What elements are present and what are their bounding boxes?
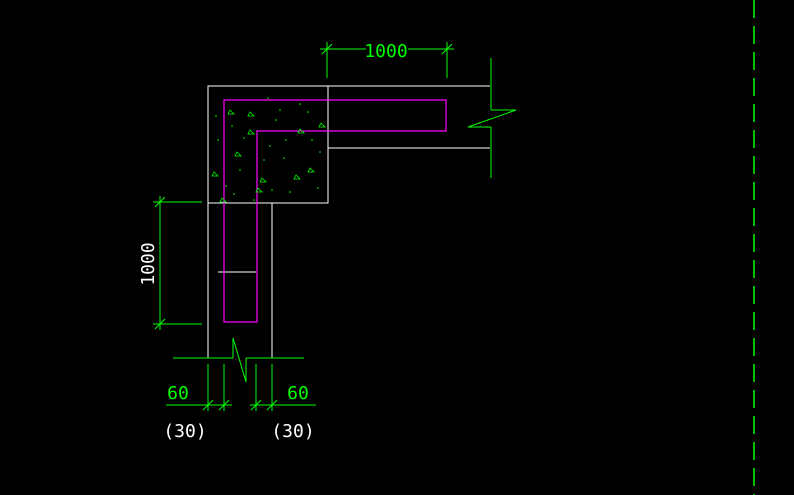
br-dim-tick-a: [250, 399, 262, 411]
hatch-dot: [231, 125, 233, 127]
hatch-dot: [289, 191, 291, 193]
left-dim-tick-bottom: [154, 318, 166, 330]
hatch-aggregate: [247, 111, 255, 117]
hatch-dot: [283, 157, 285, 159]
bottom-left-dimension-label: 60: [167, 383, 189, 404]
hatch-aggregate: [234, 151, 242, 157]
hatch-dot: [311, 139, 313, 141]
hatch-dot: [319, 151, 321, 153]
concrete-corner-outline: [207, 85, 490, 358]
bottom-right-alt-label: (30): [271, 421, 314, 442]
br-dim-tick-b: [266, 399, 278, 411]
hatch-aggregate: [293, 174, 301, 180]
top-dimension: [320, 42, 454, 78]
bottom-left-dimension: [166, 364, 232, 411]
hatch-dot: [299, 103, 301, 105]
bottom-left-alt-label: (30): [163, 421, 206, 442]
hatch-dot: [279, 109, 281, 111]
hatch-dot: [239, 169, 241, 171]
hatch-dot: [243, 137, 245, 139]
hatch-dot: [317, 187, 319, 189]
hatch-dot: [233, 193, 235, 195]
hatch-dot: [269, 145, 271, 147]
hatch-dot: [267, 97, 269, 99]
concrete-hatch: [211, 97, 326, 203]
hatch-aggregate: [255, 187, 263, 193]
hatch-aggregate: [227, 109, 235, 115]
hatch-dot: [285, 139, 287, 141]
hatch-dot: [263, 159, 265, 161]
bottom-right-dimension-label: 60: [287, 383, 309, 404]
hatch-aggregate: [259, 177, 267, 183]
hatch-dot: [253, 199, 255, 201]
hatch-dot: [225, 185, 227, 187]
hatch-aggregate: [219, 197, 227, 203]
hatch-dot: [307, 111, 309, 113]
top-dimension-label: 1000: [364, 41, 407, 62]
right-break-zigzag: [467, 109, 517, 128]
left-dim-tick-top: [154, 196, 166, 208]
bl-dim-tick-b: [218, 399, 230, 411]
bottom-break-line: [173, 337, 304, 383]
top-dim-tick-right: [441, 43, 453, 55]
bl-dim-tick-a: [202, 399, 214, 411]
left-dimension: [153, 196, 202, 330]
hatch-dot: [275, 119, 277, 121]
rebar-l-shape: [223, 99, 447, 323]
hatch-dot: [215, 115, 217, 117]
hatch-aggregate: [307, 167, 315, 173]
corner-column-block: [207, 85, 329, 204]
bottom-break-zigzag: [232, 337, 247, 383]
hatch-aggregate: [247, 129, 255, 135]
hatch-aggregate: [297, 128, 305, 134]
hatch-aggregate: [318, 122, 326, 128]
right-break-line: [467, 58, 517, 178]
hatch-dot: [217, 139, 219, 141]
hatch-aggregate: [211, 171, 219, 177]
bottom-right-dimension: [250, 364, 316, 411]
top-dim-tick-left: [321, 43, 333, 55]
left-dimension-label: 1000: [138, 242, 159, 285]
hatch-dot: [271, 189, 273, 191]
